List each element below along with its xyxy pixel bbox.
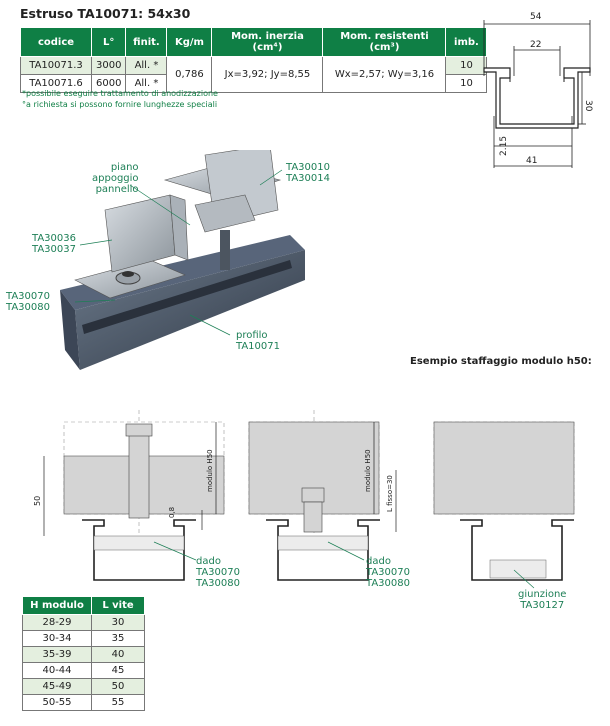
dim-50: 50 (34, 496, 42, 506)
cell-l: 40 (91, 646, 145, 663)
mounting-example-drawing: 50 0,8 modulo H50 modulo H50 L fisso=30 (34, 410, 575, 589)
label-ta30070: TA30070 TA30080 (6, 291, 50, 313)
cell-l: 55 (91, 694, 145, 711)
dim-height: 30 (583, 100, 593, 112)
modulo-label-2: modulo H50 (364, 449, 372, 492)
label-dado-2: dado TA30070 TA30080 (366, 556, 410, 589)
label-ta30010: TA30010 TA30014 (286, 162, 330, 184)
cell-h: 40-44 (22, 662, 92, 679)
col-resistenti: Mom. resistenti (cm³) (322, 27, 447, 57)
lfisso-label: L fisso=30 (386, 475, 394, 512)
dim-inner: 22 (530, 40, 541, 50)
cell-kgm: 0,786 (166, 56, 213, 93)
table-row: TA10071.3 3000 All. * 0,786 Jx=3,92; Jy=… (20, 56, 488, 93)
cell-imb: 10 (445, 74, 488, 93)
dim-base: 41 (526, 156, 537, 166)
note-anodizzazione: *possibile eseguire trattamento di anodi… (22, 89, 218, 98)
spec-table: codice L° finit. Kg/m Mom. inerzia (cm⁴)… (20, 27, 488, 93)
page-title: Estruso TA10071: 54x30 (20, 6, 191, 21)
col-imb: imb. (445, 27, 488, 57)
cell-h: 35-39 (22, 646, 92, 663)
col-inerzia: Mom. inerzia (cm⁴) (211, 27, 324, 57)
cell-finit: All. * (125, 56, 168, 75)
table-row: TA10071.6 6000 All. * 10 (20, 74, 488, 93)
cell-l: 35 (91, 630, 145, 647)
dim-08: 0,8 (168, 507, 176, 518)
cell-length: 6000 (90, 74, 127, 93)
dim-wall: 2.15 (499, 136, 509, 156)
cell-h: 30-34 (22, 630, 92, 647)
cell-l: 30 (91, 614, 145, 631)
cell-h: 50-55 (22, 694, 92, 711)
dim-width: 54 (530, 12, 542, 22)
col-length: L° (90, 27, 127, 57)
cell-h: 28-29 (22, 614, 92, 631)
assembly-illustration (60, 150, 305, 370)
label-profilo: profilo TA10071 (236, 330, 280, 352)
modulo-label-1: modulo H50 (206, 449, 214, 492)
col-finit: finit. (125, 27, 168, 57)
col-h-modulo: H modulo (22, 596, 92, 615)
cell-length: 3000 (90, 56, 127, 75)
label-ta30036: TA30036 TA30037 (32, 233, 76, 255)
cell-l: 50 (91, 678, 145, 695)
profile-section-drawing: 54 22 30 2.15 41 (483, 12, 593, 168)
col-codice: codice (20, 27, 92, 57)
col-l-vite: L vite (91, 596, 145, 615)
cell-h: 45-49 (22, 678, 92, 695)
cell-l: 45 (91, 662, 145, 679)
cell-inerzia: Jx=3,92; Jy=8,55 (211, 56, 324, 93)
label-piano-appoggio: piano appoggio pannello (92, 162, 139, 195)
cell-codice: TA10071.3 (20, 56, 92, 75)
label-giunzione: giunzione TA30127 (518, 589, 567, 611)
cell-finit: All. * (125, 74, 168, 93)
example-title: Esempio staffaggio modulo h50: (410, 356, 592, 367)
cell-resistenti: Wx=2,57; Wy=3,16 (322, 56, 447, 93)
label-dado-1: dado TA30070 TA30080 (196, 556, 240, 589)
cell-codice: TA10071.6 (20, 74, 92, 93)
col-kgm: Kg/m (166, 27, 213, 57)
note-lunghezze: °a richiesta si possono fornire lunghezz… (22, 100, 218, 109)
